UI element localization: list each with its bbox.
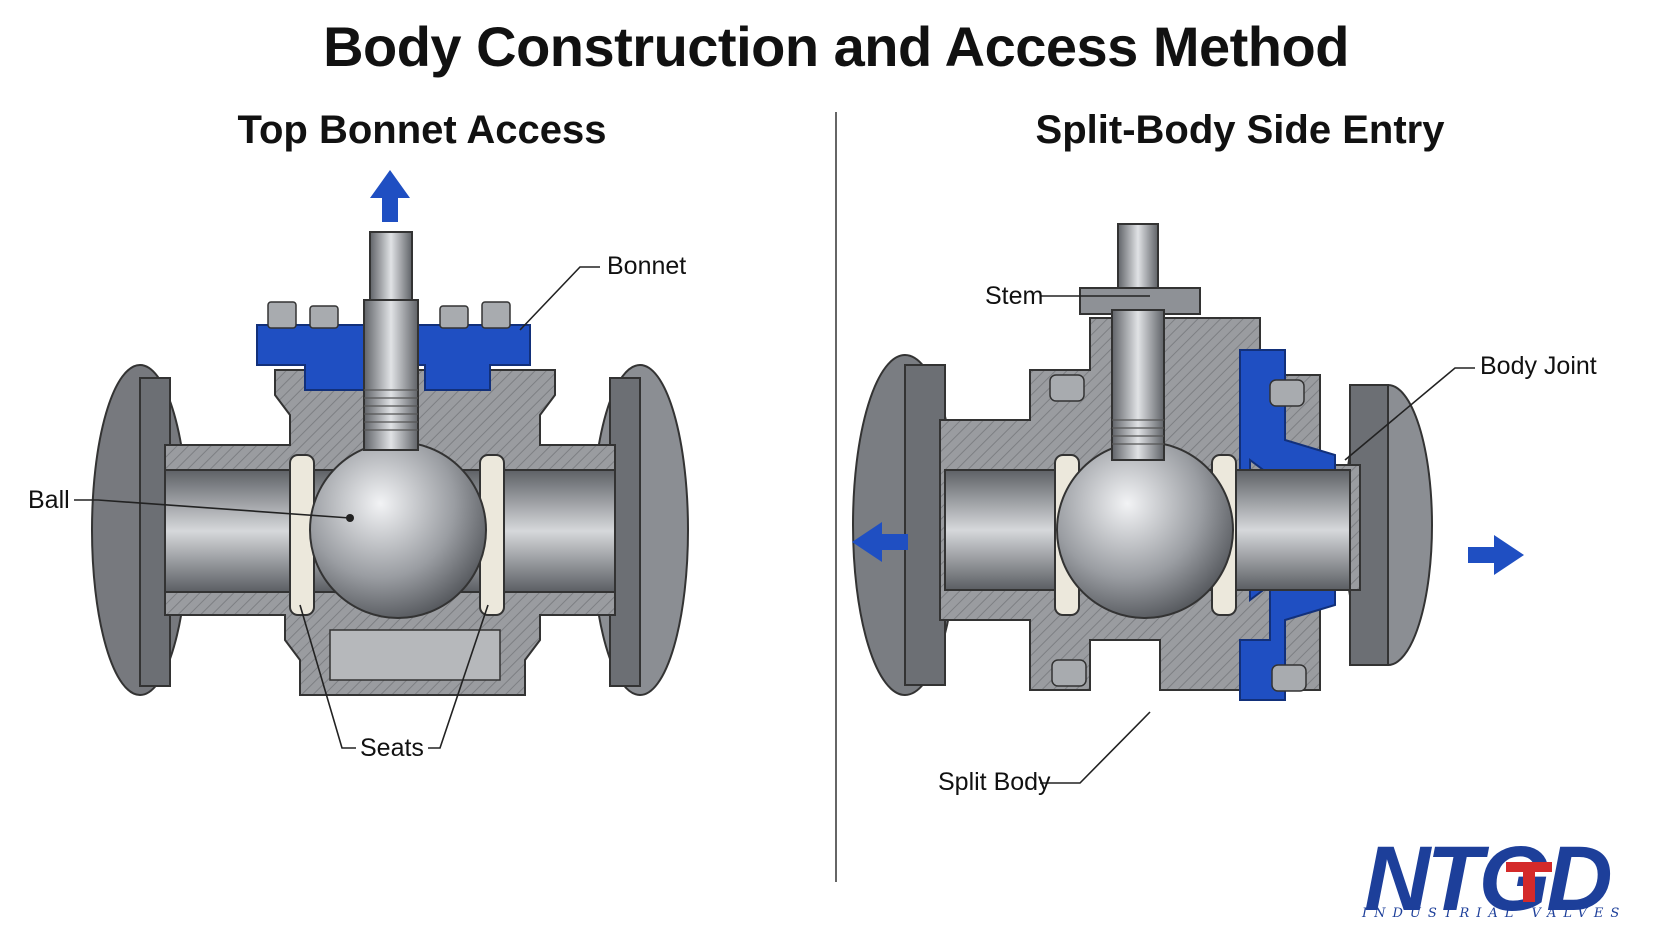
split-stem-top	[1118, 224, 1158, 294]
right-split-arrow-icon	[1468, 535, 1524, 575]
split-ball	[1057, 442, 1233, 618]
ball-label: Ball	[28, 486, 70, 515]
seats-label: Seats	[360, 734, 424, 763]
bonnet-label: Bonnet	[607, 252, 686, 281]
stem	[364, 300, 418, 450]
split-body-leader	[1040, 712, 1150, 783]
stem-top	[370, 232, 412, 302]
ball	[310, 442, 486, 618]
bonnet-leader	[520, 267, 600, 330]
logo-tagline: INDUSTRIAL VALVES	[1362, 906, 1662, 921]
lift-arrow-icon	[370, 170, 410, 222]
top-bonnet-valve	[74, 170, 688, 748]
split-body-valve	[852, 224, 1524, 783]
split-body-label: Split Body	[938, 768, 1051, 797]
body-joint-label: Body Joint	[1480, 352, 1597, 381]
split-stem	[1112, 310, 1164, 460]
stem-label: Stem	[985, 282, 1043, 311]
